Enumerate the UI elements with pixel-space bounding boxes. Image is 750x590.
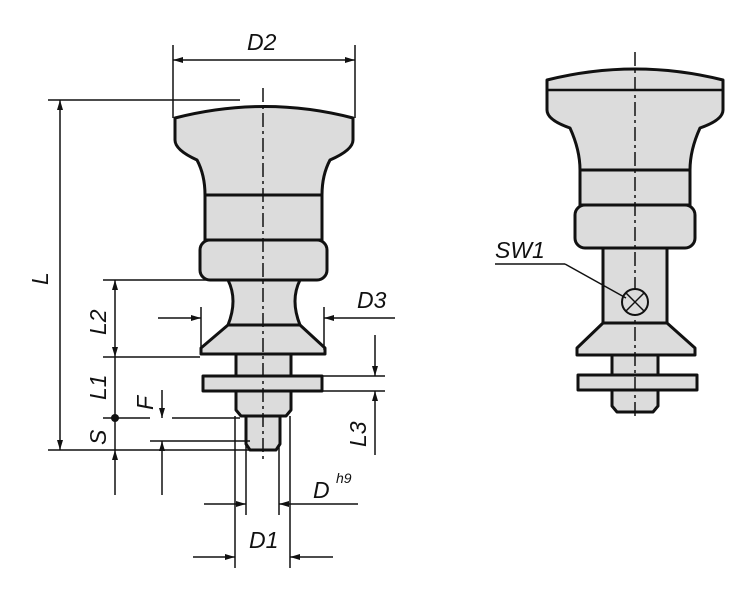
- side-view-part: [173, 88, 355, 462]
- dim-label-d: D: [313, 477, 330, 503]
- thread: [234, 389, 293, 418]
- front-view-part: SW1: [495, 52, 725, 420]
- dim-label-d3: D3: [357, 287, 387, 313]
- dim-label-f: F: [132, 394, 158, 410]
- cone-right: [575, 321, 697, 357]
- dim-label-sw1: SW1: [495, 237, 545, 263]
- knob-head-right: [545, 67, 725, 172]
- knob-head: [173, 105, 355, 197]
- lock-nut-right: [576, 373, 699, 392]
- dim-label-l: L: [27, 272, 53, 285]
- thread-right: [610, 388, 660, 414]
- dim-tolerance-h9: h9: [336, 470, 352, 486]
- dim-label-l3: L3: [345, 421, 371, 447]
- dim-label-s: S: [85, 429, 111, 445]
- dim-label-l1: L1: [85, 374, 111, 400]
- dimensions: D2 L L2 L1 S F D3 L3: [27, 29, 395, 568]
- dim-label-d2: D2: [247, 29, 277, 55]
- dim-label-d1: D1: [249, 527, 278, 553]
- wrench-flat-icon: [621, 288, 649, 316]
- pull-neck: [226, 278, 302, 327]
- dim-label-l2: L2: [85, 309, 111, 335]
